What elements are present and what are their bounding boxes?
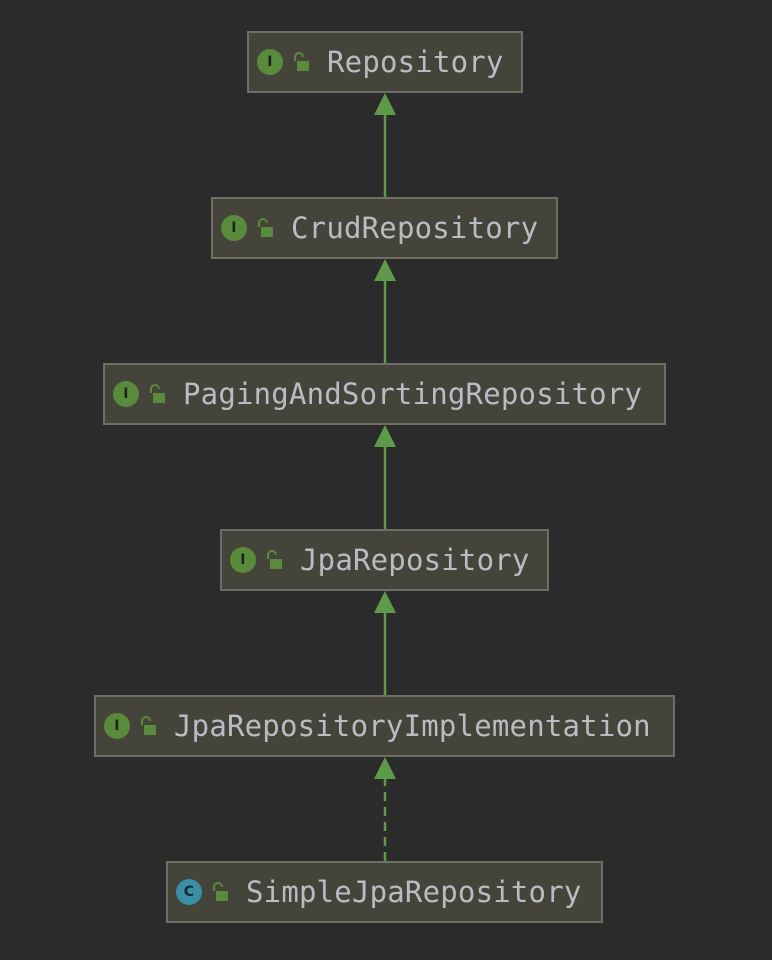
- interface-icon: I: [230, 547, 256, 573]
- node-label: CrudRepository: [291, 211, 539, 245]
- node-crud-repository[interactable]: I CrudRepository: [211, 197, 558, 259]
- class-icon: C: [176, 879, 202, 905]
- edge-arrowhead: [374, 757, 396, 779]
- edge-arrowhead: [374, 425, 396, 447]
- interface-icon: I: [257, 49, 283, 75]
- edge-arrowhead: [374, 259, 396, 281]
- unlocked-public-icon: [258, 218, 273, 237]
- node-label: SimpleJpaRepository: [246, 875, 582, 909]
- unlocked-public-icon: [141, 716, 156, 735]
- edge-arrowhead: [374, 591, 396, 613]
- edge-arrowhead: [374, 93, 396, 115]
- interface-icon: I: [113, 381, 139, 407]
- unlocked-public-icon: [150, 384, 165, 403]
- node-repository[interactable]: I Repository: [247, 31, 523, 93]
- node-label: JpaRepositoryImplementation: [174, 709, 651, 743]
- node-label: PagingAndSortingRepository: [183, 377, 643, 411]
- node-label: JpaRepository: [300, 543, 530, 577]
- node-jpa-repository-implementation[interactable]: I JpaRepositoryImplementation: [94, 695, 675, 757]
- unlocked-public-icon: [213, 882, 228, 901]
- node-jpa-repository[interactable]: I JpaRepository: [220, 529, 549, 591]
- interface-icon: I: [104, 713, 130, 739]
- node-label: Repository: [327, 45, 504, 79]
- node-paging-and-sorting-repository[interactable]: I PagingAndSortingRepository: [103, 363, 666, 425]
- unlocked-public-icon: [294, 52, 309, 71]
- unlocked-public-icon: [267, 550, 282, 569]
- interface-icon: I: [221, 215, 247, 241]
- node-simple-jpa-repository[interactable]: C SimpleJpaRepository: [166, 861, 603, 923]
